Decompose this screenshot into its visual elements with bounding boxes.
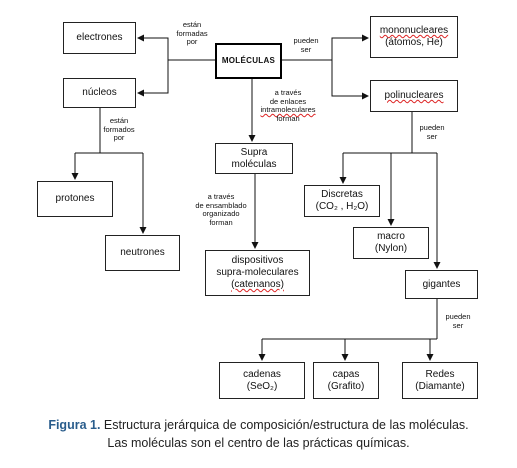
- node-dispositivos: dispositivos supra-moleculares (catenano…: [205, 250, 310, 296]
- node-polinucleares: polinucleares: [370, 80, 458, 112]
- label-a-traves-ensamblado-line-1: a través: [207, 192, 235, 201]
- node-moleculas-label: MOLÉCULAS: [221, 56, 276, 65]
- label-a-traves-ensamblado-line-4: forman: [209, 217, 233, 227]
- node-capas: capas (Grafito): [313, 362, 379, 399]
- label-pueden-ser-gigantes: pueden ser: [440, 312, 476, 330]
- edge-to-electrones: [137, 34, 169, 60]
- node-supra-label-2: moléculas: [231, 158, 277, 170]
- node-macro: macro (Nylon): [353, 227, 429, 259]
- node-discretas-label: Discretas: [321, 189, 363, 200]
- node-discretas-example: (CO₂ , H₂O): [315, 201, 369, 212]
- node-dispositivos-example: (catenanos): [231, 279, 284, 290]
- label-a-traves-enlaces-line-4: forman: [276, 113, 300, 123]
- edge-to-mononucleares: [331, 34, 369, 60]
- node-neutrones-label: neutrones: [120, 247, 165, 258]
- node-macro-example: (Nylon): [374, 243, 408, 254]
- label-a-traves-ensamblado-line-3: organizado: [202, 209, 240, 218]
- node-dispositivos-label-2: supra-moleculares: [216, 267, 299, 278]
- figure-caption-line-1: Figura 1. Estructura jerárquica de compo…: [0, 418, 517, 433]
- label-pueden-ser-polinucleares: pueden ser: [414, 123, 450, 141]
- node-supra-moleculas: Supra moléculas: [215, 143, 293, 174]
- figure-label: Figura 1.: [48, 418, 101, 432]
- label-estan-formados-line-3: por: [113, 133, 125, 142]
- label-estan-formadas-line-1: están: [182, 20, 202, 29]
- label-estan-formadas-line-2: formadas: [176, 28, 208, 38]
- label-a-traves-enlaces: a través de enlaces intramoleculares for…: [252, 88, 324, 123]
- node-polinucleares-label: polinucleares: [384, 90, 444, 101]
- edge-to-polinucleares: [331, 60, 369, 100]
- label-pueden-ser-top: pueden ser: [284, 36, 328, 54]
- label-pueden-ser-top-line-2: ser: [300, 44, 312, 54]
- label-a-traves-ensamblado-line-2: de ensamblado: [195, 200, 247, 210]
- node-neutrones: neutrones: [105, 235, 180, 271]
- node-gigantes-label: gigantes: [422, 278, 461, 290]
- node-supra-label-1: Supra: [240, 146, 268, 158]
- label-estan-formados-por: están formados por: [98, 116, 140, 143]
- label-a-traves-enlaces-line-1: a través: [274, 88, 302, 97]
- node-nucleos-label: núcleos: [82, 87, 117, 98]
- figure-caption-line-2: Las moléculas son el centro de las práct…: [0, 436, 517, 451]
- figure-caption-text-1: Estructura jerárquica de composición/est…: [103, 418, 469, 432]
- node-discretas: Discretas (CO₂ , H₂O): [304, 185, 380, 217]
- node-redes-label: Redes: [425, 368, 455, 380]
- label-a-traves-enlaces-line-2: de enlaces: [269, 96, 307, 106]
- label-estan-formadas-line-3: por: [186, 37, 198, 46]
- node-electrones: electrones: [63, 22, 136, 54]
- node-nucleos: núcleos: [63, 78, 136, 108]
- node-mononucleares-label: mononucleares: [379, 25, 449, 36]
- node-gigantes: gigantes: [405, 270, 478, 299]
- label-pueden-ser-polinucleares-line-1: pueden: [419, 123, 445, 132]
- node-protones-label: protones: [55, 193, 95, 204]
- label-pueden-ser-gigantes-line-1: pueden: [445, 312, 471, 321]
- node-mononucleares-example: (átomos, He): [385, 37, 443, 48]
- label-estan-formados-line-1: están: [109, 116, 129, 125]
- node-cadenas-label: cadenas: [243, 368, 281, 380]
- node-electrones-label: electrones: [76, 32, 123, 43]
- node-dispositivos-label-1: dispositivos: [231, 255, 284, 266]
- node-capas-example: (Grafito): [327, 380, 365, 392]
- label-estan-formados-line-2: formados: [103, 124, 135, 134]
- label-pueden-ser-top-line-1: pueden: [293, 36, 319, 45]
- node-redes-example: (Diamante): [415, 380, 465, 392]
- label-estan-formadas-por: están formadas por: [168, 20, 216, 47]
- node-moleculas: MOLÉCULAS: [215, 43, 282, 79]
- label-pueden-ser-polinucleares-line-2: ser: [426, 131, 438, 141]
- edge-to-nucleos: [137, 60, 169, 97]
- node-mononucleares: mononucleares (átomos, He): [370, 16, 458, 58]
- node-redes: Redes (Diamante): [402, 362, 478, 399]
- node-macro-label: macro: [377, 231, 405, 242]
- node-capas-label: capas: [332, 368, 360, 380]
- figure-caption-text-2: Las moléculas son el centro de las práct…: [107, 436, 410, 450]
- label-a-traves-ensamblado: a través de ensamblado organizado forman: [190, 192, 252, 227]
- label-a-traves-enlaces-line-3: intramoleculares: [260, 105, 316, 114]
- node-cadenas-example: (SeO₂): [246, 380, 278, 392]
- node-protones: protones: [37, 181, 113, 217]
- label-pueden-ser-gigantes-line-2: ser: [452, 320, 464, 330]
- node-cadenas: cadenas (SeO₂): [219, 362, 305, 399]
